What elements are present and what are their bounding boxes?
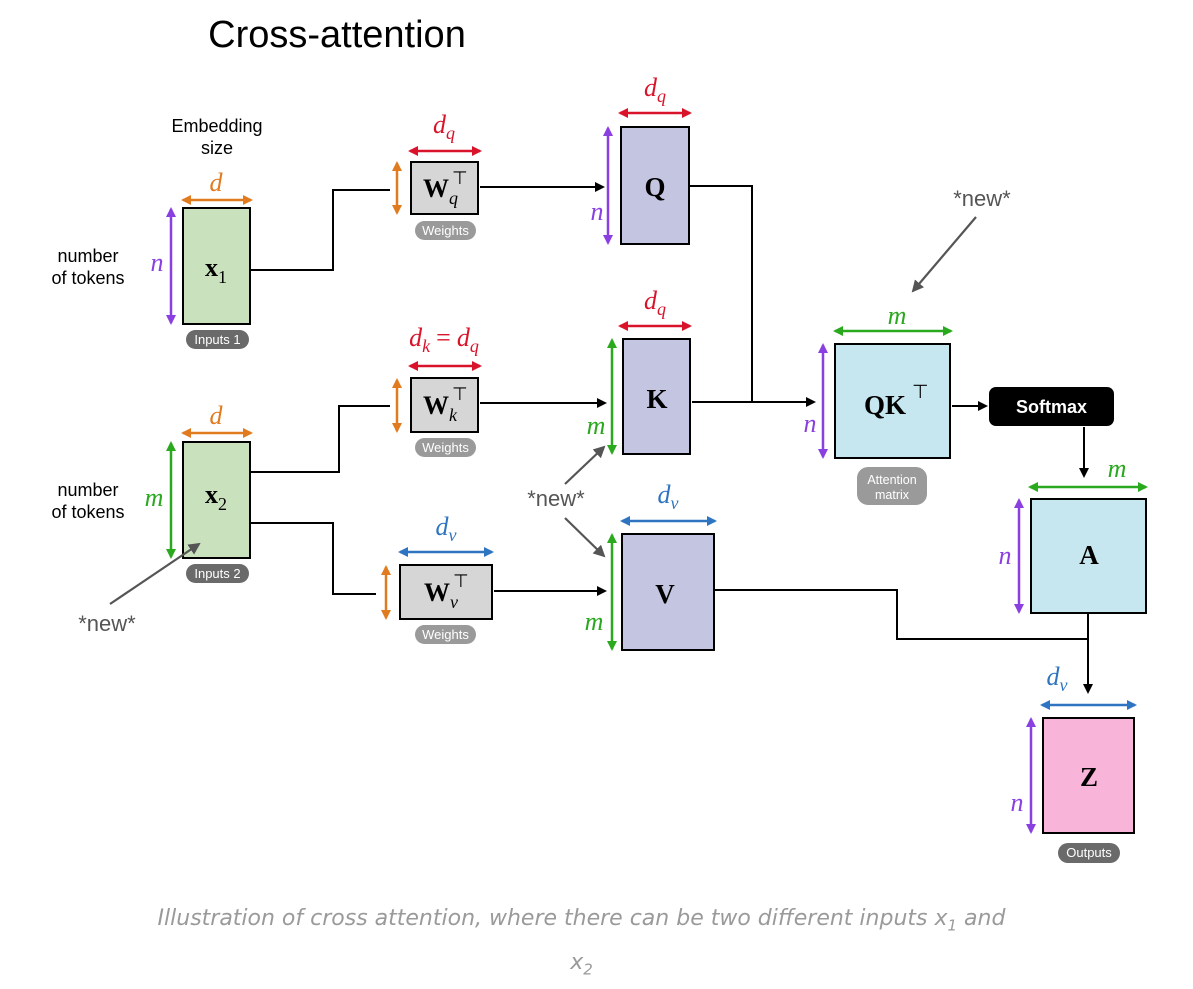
dim-label-dq-q: dq bbox=[644, 73, 666, 106]
dim-label-n-q: n bbox=[591, 197, 604, 226]
new-arrow-to-qk bbox=[911, 216, 977, 293]
dim-label-m-qk: m bbox=[888, 301, 907, 330]
dim-label-n-qk: n bbox=[804, 409, 817, 438]
number-of-tokens-label-1-line2: of tokens bbox=[51, 268, 124, 288]
dim-label-n-a: n bbox=[999, 541, 1012, 570]
embedding-size-label-line1: Embedding bbox=[171, 116, 262, 136]
dim-label-n-z: n bbox=[1011, 788, 1024, 817]
caption-x1: x1 bbox=[934, 906, 958, 935]
weights-badge-v bbox=[415, 625, 476, 644]
connector-x1-wq bbox=[250, 189, 390, 271]
qk-transpose: ⊤ bbox=[912, 382, 929, 403]
matrix-a bbox=[1030, 498, 1147, 614]
new-arrow-to-k bbox=[564, 445, 606, 485]
wv-label: Wv bbox=[424, 578, 458, 612]
dim-label-d-x1: d bbox=[210, 168, 224, 197]
inputs1-badge-text: Inputs 1 bbox=[194, 332, 240, 347]
dim-label-dv-wv: dv bbox=[436, 512, 457, 545]
cross-attention-diagram: Cross-attention Embedding size number of… bbox=[51, 14, 1148, 863]
v-label: V bbox=[655, 579, 675, 609]
matrix-wq bbox=[410, 161, 479, 215]
wk-label: Wk bbox=[423, 391, 458, 425]
dim-label-dv-z: dv bbox=[1047, 662, 1068, 695]
connector-v-z bbox=[715, 589, 1088, 640]
wq-transpose: ⊤ bbox=[452, 168, 468, 188]
z-label: Z bbox=[1080, 762, 1098, 792]
number-of-tokens-label-2-line1: number bbox=[57, 480, 118, 500]
matrix-q bbox=[620, 126, 690, 245]
embedding-size-label-line2: size bbox=[201, 138, 233, 158]
k-label: K bbox=[646, 384, 667, 414]
new-annotation-x2: *new* bbox=[78, 611, 136, 636]
connector-x2-wk bbox=[250, 405, 390, 473]
caption-x2: x2 bbox=[570, 950, 593, 979]
attention-matrix-badge bbox=[857, 467, 927, 505]
inputs2-badge bbox=[186, 564, 249, 583]
q-label: Q bbox=[644, 172, 665, 202]
dim-label-m-v: m bbox=[585, 607, 604, 636]
dim-label-m-k: m bbox=[587, 411, 606, 440]
dim-label-dq-k: dq bbox=[644, 286, 666, 319]
matrix-wv bbox=[399, 564, 493, 620]
new-annotation-kv: *new* bbox=[527, 486, 585, 511]
a-label: A bbox=[1079, 540, 1099, 570]
diagram-title: Cross-attention bbox=[208, 14, 466, 56]
connector-x2-wv bbox=[250, 522, 376, 595]
matrix-k bbox=[622, 338, 691, 455]
matrix-v bbox=[621, 533, 715, 651]
softmax-block bbox=[989, 387, 1114, 426]
wq-label: Wq bbox=[423, 174, 458, 208]
wk-transpose: ⊤ bbox=[452, 384, 468, 404]
weights-badge-k-text: Weights bbox=[422, 440, 469, 455]
attention-matrix-badge-line2: matrix bbox=[875, 488, 910, 502]
weights-badge-k bbox=[415, 438, 476, 457]
wv-transpose: ⊤ bbox=[453, 571, 469, 591]
matrix-wk bbox=[410, 377, 479, 433]
matrix-z bbox=[1042, 717, 1135, 834]
matrix-qk bbox=[834, 343, 951, 459]
attention-matrix-badge-line1: Attention bbox=[867, 473, 916, 487]
softmax-label: Softmax bbox=[1016, 397, 1087, 417]
weights-badge-q bbox=[415, 221, 476, 240]
weights-badge-q-text: Weights bbox=[422, 223, 469, 238]
number-of-tokens-label-1-line1: number bbox=[57, 246, 118, 266]
dim-label-m-a: m bbox=[1108, 454, 1127, 483]
inputs1-badge bbox=[186, 330, 249, 349]
weights-badge-v-text: Weights bbox=[422, 627, 469, 642]
dim-label-d-x2: d bbox=[210, 401, 224, 430]
outputs-badge-text: Outputs bbox=[1066, 845, 1112, 860]
inputs2-badge-text: Inputs 2 bbox=[194, 566, 240, 581]
x1-label: x1 bbox=[205, 253, 227, 287]
dim-label-m-x2: m bbox=[145, 483, 164, 512]
dim-label-dv-v: dv bbox=[658, 480, 679, 513]
dim-label-dq-wq: dq bbox=[433, 110, 455, 143]
dim-label-dk-eq-dq: dk=dq bbox=[409, 323, 479, 356]
qk-label: QK bbox=[864, 390, 906, 420]
matrix-x2 bbox=[182, 441, 251, 559]
matrix-x1 bbox=[182, 207, 251, 325]
dim-label-n-x1: n bbox=[151, 248, 164, 277]
new-annotation-qk: *new* bbox=[953, 186, 1011, 211]
x2-label: x2 bbox=[205, 480, 227, 514]
new-arrow-to-v bbox=[564, 517, 606, 558]
figure-caption: Illustration of cross attention, where t… bbox=[157, 906, 1006, 979]
number-of-tokens-label-2-line2: of tokens bbox=[51, 502, 124, 522]
connector-q-qk bbox=[690, 185, 753, 402]
new-arrow-to-x2 bbox=[109, 542, 201, 605]
outputs-badge bbox=[1058, 843, 1120, 863]
